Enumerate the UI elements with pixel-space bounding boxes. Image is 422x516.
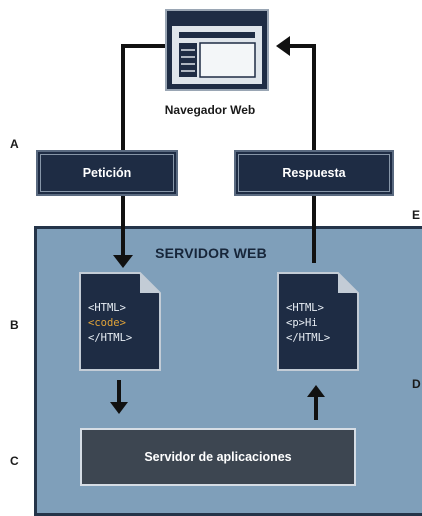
request-box: Petición	[36, 150, 178, 196]
label-e: E	[412, 208, 421, 222]
response-code-line-3: </HTML>	[286, 332, 331, 344]
request-arrowhead	[113, 255, 133, 268]
request-code-line-2: <code>	[88, 317, 126, 329]
response-code-line-1: <HTML>	[286, 302, 324, 314]
label-a: A	[10, 137, 19, 151]
request-code-line-1: <HTML>	[88, 302, 126, 314]
request-box-border	[40, 154, 174, 192]
response-document-code: <HTML> <p>Hi </HTML>	[286, 301, 330, 346]
application-server-box: Servidor de aplicaciones	[80, 428, 356, 486]
label-d: D	[412, 377, 421, 391]
request-document-icon	[79, 272, 161, 371]
app-to-doc-arrowhead	[307, 385, 325, 397]
label-b: B	[10, 318, 19, 332]
response-arrow-line	[287, 44, 316, 150]
response-document-icon	[277, 272, 359, 371]
request-label: Petición	[82, 166, 132, 180]
label-c: C	[10, 454, 19, 468]
response-arrowhead	[276, 36, 290, 56]
application-server-label: Servidor de aplicaciones	[144, 450, 292, 464]
response-code-line-2: <p>Hi	[286, 317, 318, 329]
doc-to-app-arrowhead	[110, 402, 128, 414]
browser-window-icon	[165, 9, 269, 91]
response-box-border	[238, 154, 390, 192]
response-label: Respuesta	[282, 166, 346, 180]
request-arrow-line	[121, 44, 166, 150]
server-title: SERVIDOR WEB	[155, 245, 267, 261]
browser-label: Navegador Web	[164, 103, 256, 117]
response-box: Respuesta	[234, 150, 394, 196]
request-code-line-3: </HTML>	[88, 332, 133, 344]
request-document-code: <HTML> <code> </HTML>	[88, 301, 132, 346]
